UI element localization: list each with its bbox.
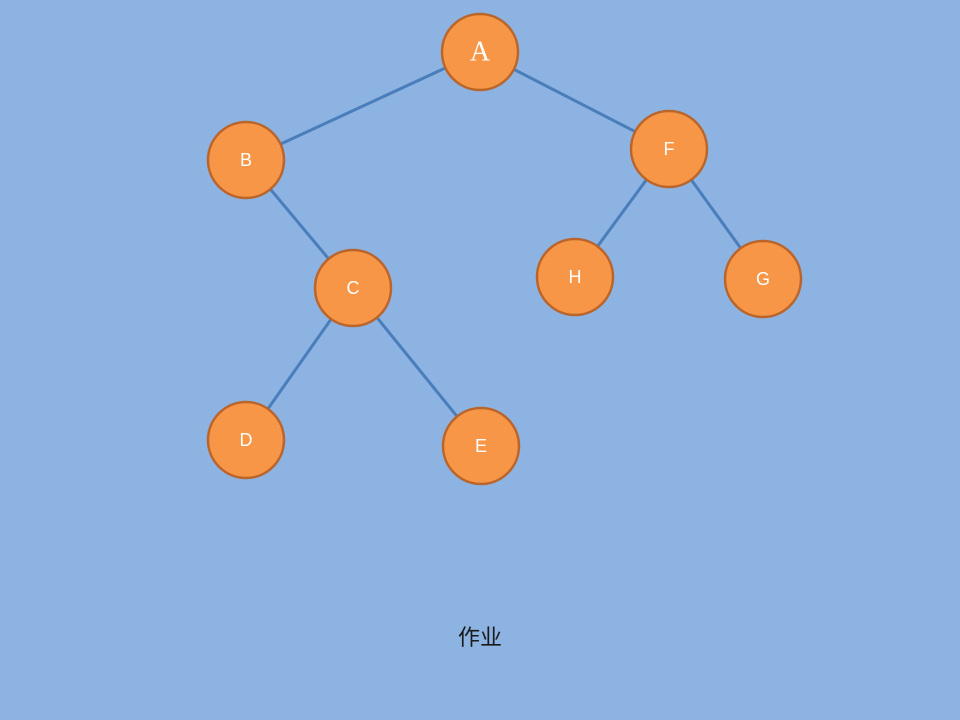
node-label: F [664,139,675,159]
caption-text: 作业 [457,626,502,651]
node-label: G [756,269,770,289]
node-circle [313,248,393,328]
node-f: F [629,109,709,189]
node-c: C [313,248,393,328]
node-g: G [723,239,803,319]
edge-a-b [245,50,481,162]
node-label: B [240,150,252,170]
node-label: D [240,430,253,450]
node-b: B [206,120,286,200]
node-label: C [347,278,360,298]
node-label: H [569,267,582,287]
node-a: A [440,12,520,92]
node-h: H [535,237,615,317]
edges-layer [244,50,765,447]
node-circle [206,120,286,200]
node-circle [629,109,709,189]
node-e: E [441,406,521,486]
node-circle [206,400,286,480]
node-label: A [470,37,491,68]
nodes-layer: A B C D E F G H [206,12,803,486]
node-circle [723,239,803,319]
node-d: D [206,400,286,480]
node-circle [535,237,615,317]
node-label: E [475,436,487,456]
node-circle [440,12,520,92]
node-circle [441,406,521,486]
